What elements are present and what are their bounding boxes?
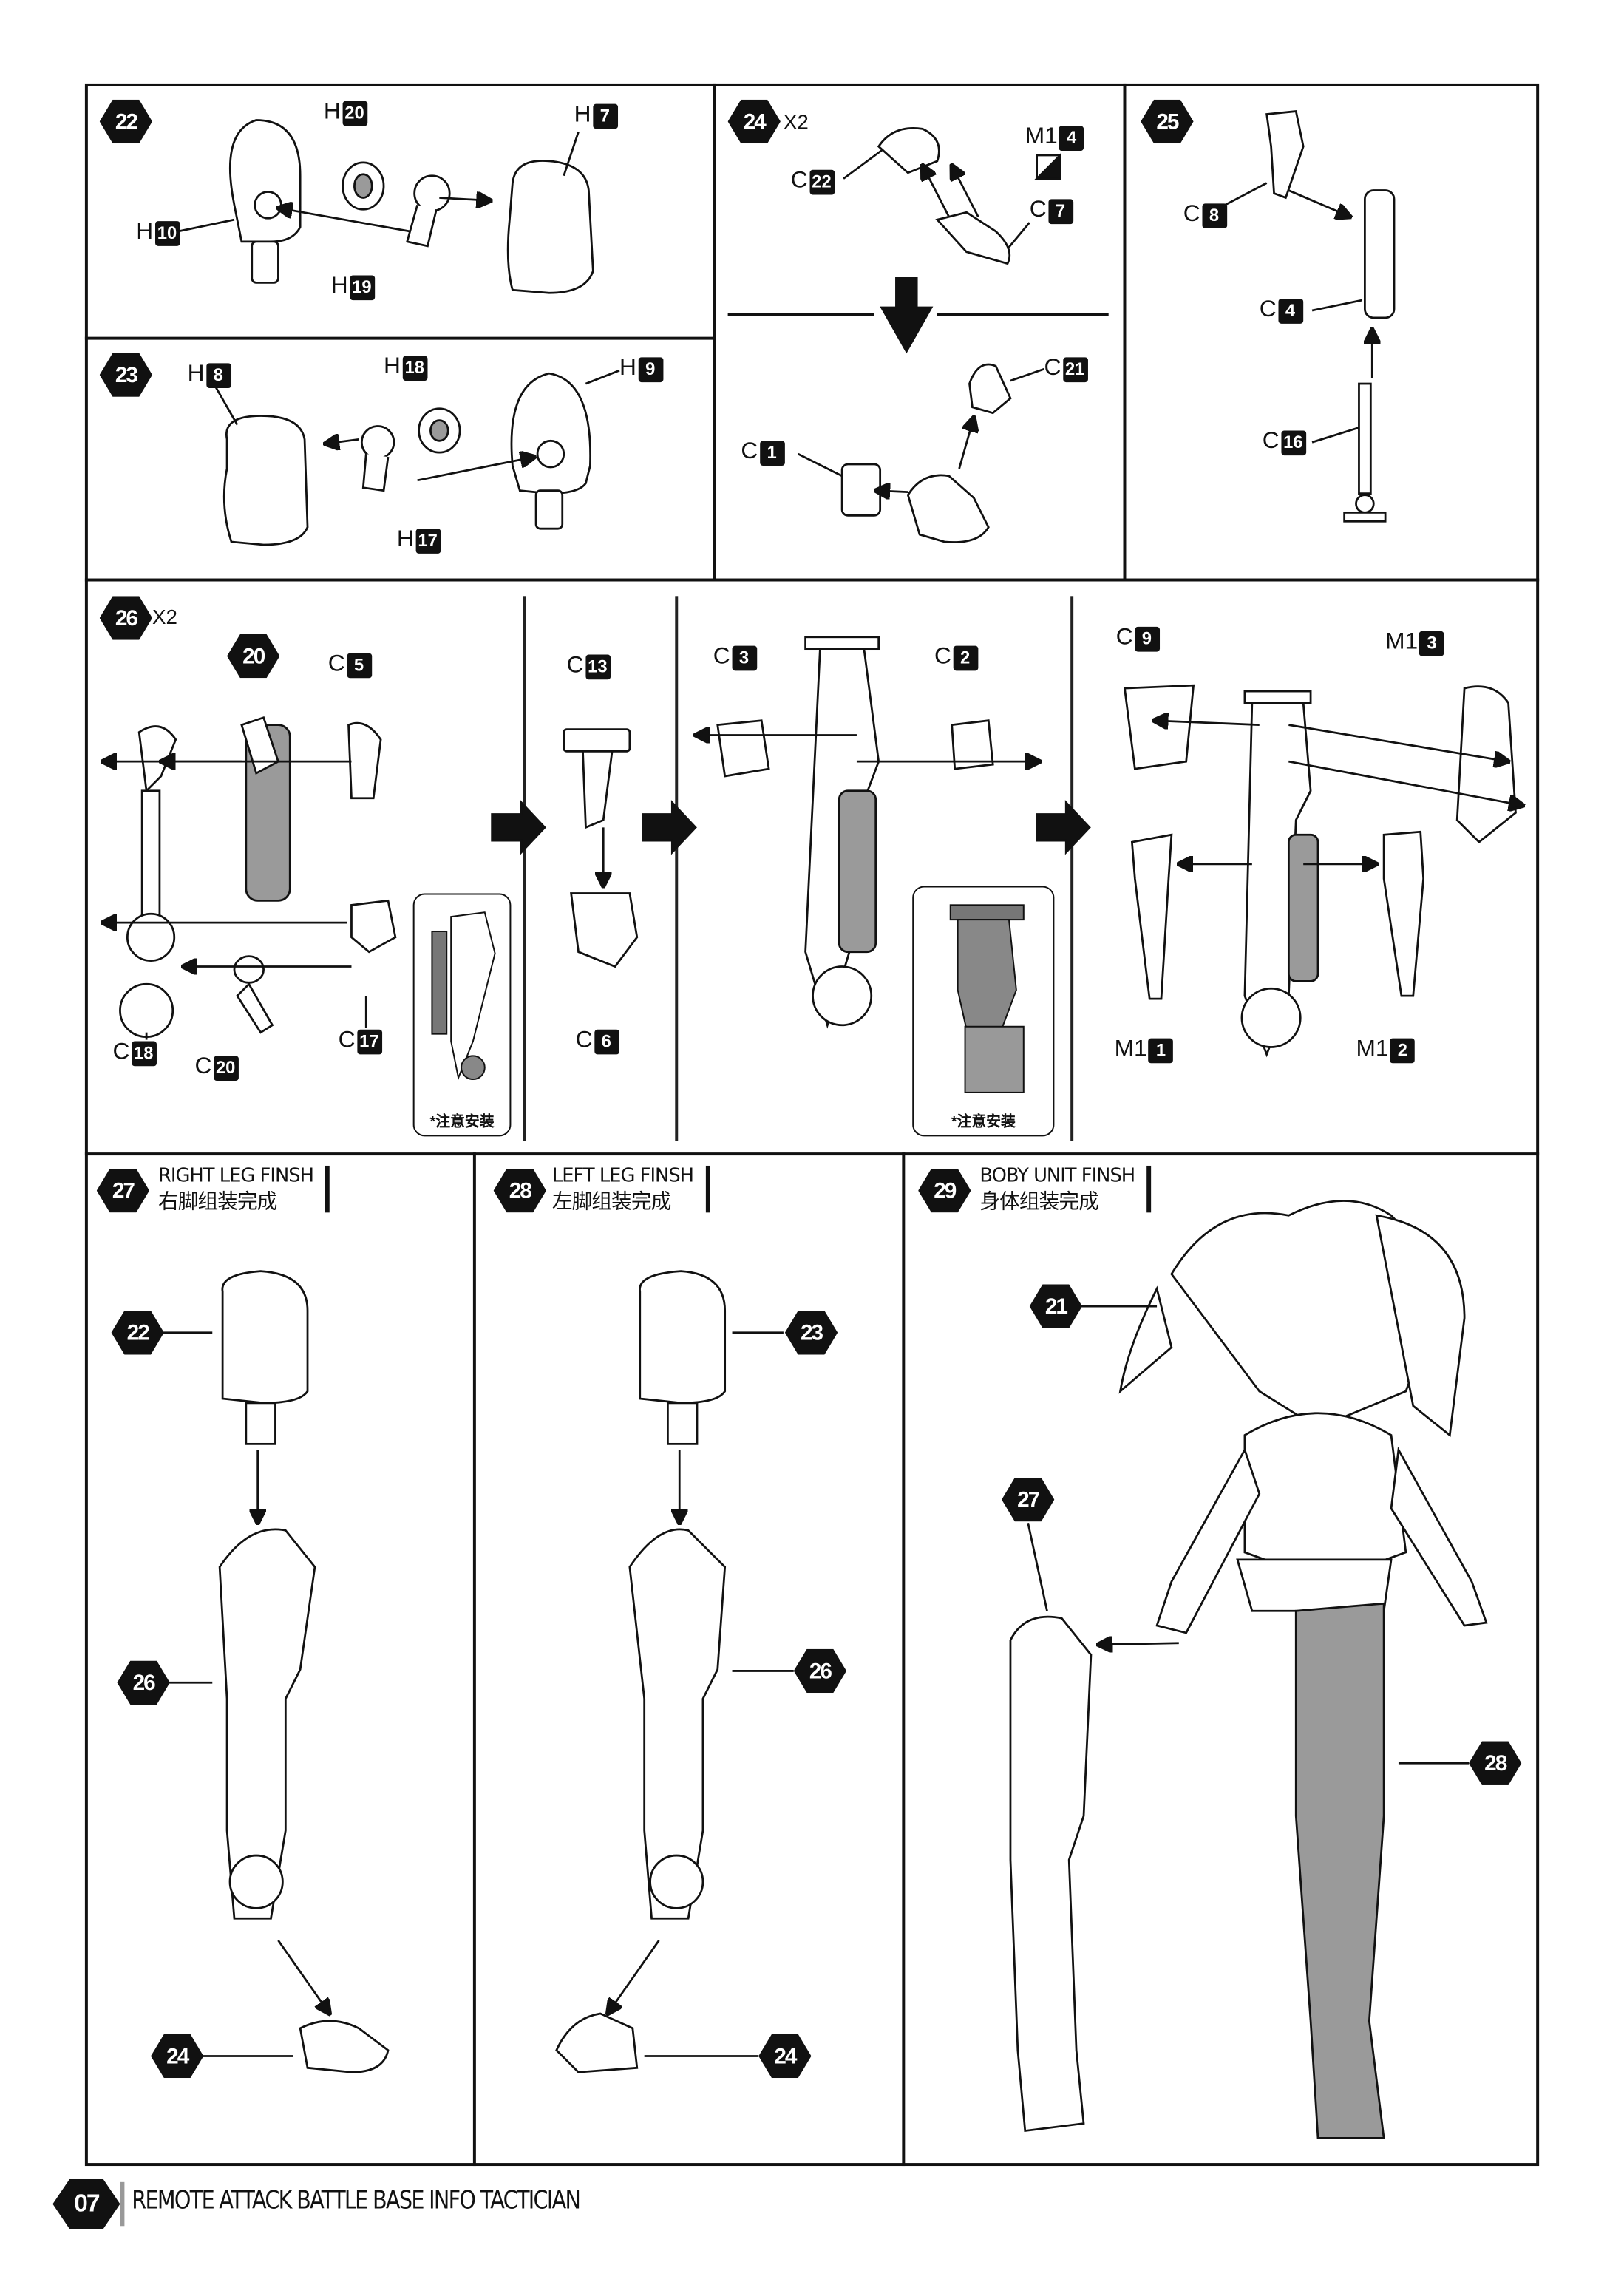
divider (472, 1152, 476, 2167)
divider (1123, 83, 1127, 580)
callout-step-21: 21 (1029, 1284, 1083, 1328)
divider (713, 83, 716, 580)
callout-step-26: 26 (793, 1648, 847, 1694)
sub-divider (1070, 596, 1073, 1141)
sub-divider (937, 313, 1109, 316)
ankle-part (1265, 110, 1305, 200)
footer-title: REMOTE ATTACK BATTLE BASE INFO TACTICIAN (132, 2186, 581, 2216)
sub-divider (523, 596, 526, 1141)
divider (84, 1152, 1540, 1156)
footer-divider (120, 2181, 125, 2227)
right-arrow (642, 800, 697, 855)
attention-note: *注意安装 (951, 1114, 1016, 1131)
quantity-multiplier: X2 (152, 605, 177, 628)
big-down-arrow (880, 277, 934, 354)
right-arrow (1036, 800, 1091, 855)
attention-note-box: *注意安装 (412, 893, 512, 1137)
divider (902, 1152, 906, 2167)
callout-step-24: 24 (151, 2034, 204, 2079)
attention-note-box: *注意安装 (912, 886, 1055, 1137)
callout-step-27: 27 (1002, 1477, 1055, 1522)
rod-part (1358, 382, 1372, 495)
step-number-22: 22 (99, 99, 153, 144)
page-frame (84, 83, 1540, 2167)
step-number-23: 23 (99, 353, 153, 397)
head-cover-part (506, 160, 594, 294)
sub-divider (675, 596, 678, 1141)
divider (84, 578, 1540, 582)
head-socket-part (510, 372, 592, 495)
step-number-25: 25 (1141, 99, 1194, 144)
sub-divider (727, 313, 874, 316)
right-arrow (491, 800, 546, 855)
detail-illustration (949, 904, 1025, 1093)
step-number-24: 24 (727, 99, 781, 144)
step-number-26: 26 (99, 596, 153, 640)
callout-step-22: 22 (111, 1311, 164, 1355)
quantity-multiplier: X2 (783, 109, 809, 134)
detail-illustration (431, 911, 496, 1081)
head-socket-part (229, 119, 302, 243)
attention-note: *注意安装 (429, 1114, 495, 1131)
divider (84, 336, 713, 340)
head-cover-part (222, 415, 309, 546)
foot-part (877, 127, 940, 174)
